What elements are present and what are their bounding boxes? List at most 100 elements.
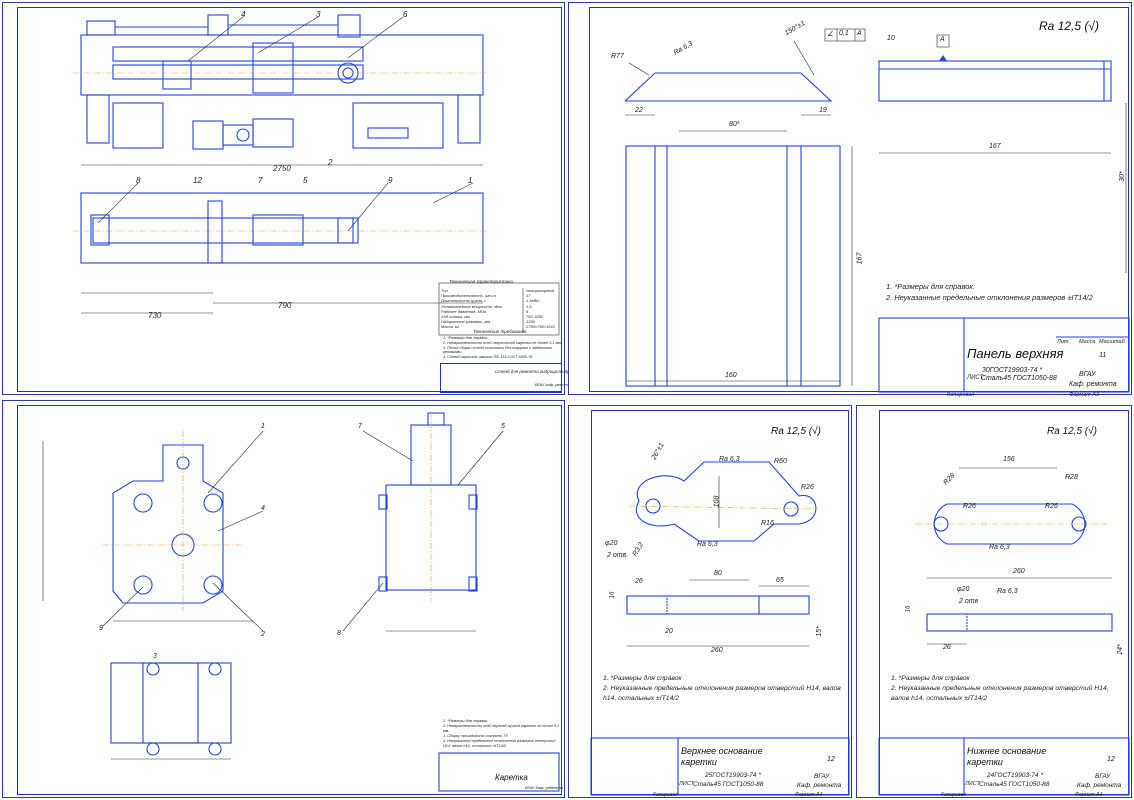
dim-10: 10 — [887, 35, 895, 42]
lower-notes: 1. *Размеры для справок 2. Неуказанные п… — [891, 674, 1126, 704]
spec-value: 1,5кВт — [526, 298, 540, 304]
lit-label: ЛИСТ — [967, 375, 984, 381]
lit-label: ЛИСТ — [965, 781, 980, 787]
dim-80: 80 — [714, 570, 722, 577]
format-label: Формат А4 — [795, 792, 823, 798]
pos-2: 2 — [327, 158, 333, 167]
upper-base-drawing — [590, 461, 850, 796]
ra-local-2: Ra 6,3 — [997, 588, 1018, 595]
datum-triangle — [939, 55, 947, 61]
dept-name: Каф. ремонта — [1069, 381, 1117, 388]
spec-item: Тип — [441, 288, 448, 293]
part-code: 25ГОСТ19903-74 * — [705, 772, 761, 779]
tolerance-value: 0,1 — [839, 30, 849, 37]
title-block: Стенд для ремонта гидроцилиндров ВГАУ ка… — [440, 363, 575, 393]
note-item: 4. Неуказанные предельные отклонения раз… — [443, 739, 556, 748]
drawing-frame — [589, 7, 1129, 392]
spec-item: Масса, кг — [441, 324, 459, 330]
dim-hole: φ20 — [605, 540, 618, 547]
dim-108: 108 — [713, 495, 721, 508]
pos-4: 4 — [261, 505, 265, 512]
org-name: ВГАУ — [814, 773, 830, 780]
dim-167-vertical: 167 — [856, 252, 864, 265]
spec-value: стационарный — [526, 288, 555, 293]
spec-value: 1,5 — [526, 303, 532, 309]
dim-15: 15* — [815, 626, 823, 637]
dim-20: 20 — [665, 628, 673, 635]
pos-9: 9 — [99, 625, 103, 632]
spec-values: стационарный 17 1,5кВт 1,5 6 760-1050 12… — [526, 288, 555, 330]
sheet-general-assembly: 2750 790 730 4 3 6 8 12 7 5 9 1 2 Технич… — [2, 2, 575, 395]
spec-item: Длительность цикла, с — [441, 298, 487, 304]
lower-base-drawing — [878, 467, 1130, 796]
dept-name: ВГАУ Каф. ремонта — [525, 785, 563, 790]
general-assembly-drawing: 2750 790 730 4 3 6 8 12 7 5 9 1 2 — [73, 10, 560, 336]
format-label: Формат А3 — [1069, 392, 1100, 398]
note-item: 1. *Размеры для справок. — [443, 719, 489, 723]
sheet-carriage: 1 4 2 9 7 5 8 3 1. *Размеры для справок.… — [2, 400, 565, 798]
header-scale: Масштаб — [1099, 339, 1125, 345]
dim-16: 16 — [905, 605, 912, 613]
title-block-name: Стенд для ремонта гидроцилиндров — [495, 369, 575, 374]
pos-8: 8 — [136, 176, 141, 185]
dim-80: 80* — [729, 121, 740, 128]
spec-item: Ход штока, мм — [441, 314, 470, 320]
ra-local: Ra 6,3 — [989, 544, 1010, 551]
dim-730: 730 — [148, 311, 162, 320]
dim-holes-count: 2 отв — [959, 598, 979, 605]
ra-local: Ra 6,3 — [719, 456, 740, 463]
org-name: ВГАУ — [1095, 773, 1111, 780]
material: Сталь45 ГОСТ1050-88 — [693, 781, 764, 788]
pos-3: 3 — [153, 653, 157, 660]
drawing-frame — [17, 405, 562, 795]
spec-item: Габаритные размеры, мм — [441, 319, 491, 325]
title-block-dept: ВГАУ каф. ремонта — [535, 382, 573, 387]
dim-r77: R77 — [611, 53, 624, 60]
pos-9: 9 — [388, 176, 393, 185]
dim-260: 260 — [1013, 568, 1025, 575]
note-item: 2. Неуказанные предельные отклонения раз… — [886, 293, 1093, 302]
ra-local-2: Ra 6,3 — [697, 541, 718, 548]
spec-value: 6 — [526, 308, 529, 314]
dim-160: 160 — [725, 372, 737, 379]
org-name: ВГАУ — [1079, 371, 1096, 378]
dim-hole: φ20 — [957, 586, 970, 593]
pos-2: 2 — [261, 631, 265, 638]
tolerance-symbol: ∠ — [827, 31, 834, 38]
pos-12: 12 — [193, 176, 202, 185]
copied-label: Копировал — [653, 792, 678, 798]
pos-5: 5 — [501, 423, 505, 430]
spec-item: Производительность, шт./ч — [441, 293, 496, 299]
pos-7: 7 — [258, 176, 263, 185]
datum-letter: A — [940, 36, 945, 43]
sheet-upper-base: Ra 12,5 (√) 26°±1 Ra 6,3 R60 R26 108 R16… — [568, 405, 852, 798]
part-title: Нижнее основание каретки — [967, 746, 1047, 767]
req-list: 1. *Размеры для справок. 2. Непараллельн… — [443, 336, 564, 360]
carriage-drawing — [42, 411, 560, 792]
dim-2750: 2750 — [272, 164, 291, 173]
pos-1: 1 — [468, 176, 472, 185]
header-lit: Лит. — [1057, 339, 1070, 345]
mass-value: 12 — [1107, 756, 1115, 763]
req-item: 2. Непараллельность осей сверлильной кар… — [443, 340, 562, 345]
material: Сталь45 ГОСТ1050-88 — [979, 781, 1050, 788]
dim-22: 22 — [635, 107, 643, 114]
carriage-notes: 1. *Размеры для справок. 2. Непараллельн… — [443, 719, 564, 749]
req-item: 1. *Размеры для справок. — [443, 336, 489, 340]
mass-value: 12 — [827, 756, 835, 763]
req-title: Технические требования — [473, 329, 527, 334]
spec-value: 1260 — [526, 319, 535, 325]
pos-3: 3 — [316, 10, 321, 19]
dim-24: 24* — [1116, 644, 1124, 655]
pos-6: 6 — [403, 10, 408, 19]
dim-167: 167 — [989, 143, 1001, 150]
dim-19: 19 — [819, 107, 827, 114]
dim-156: 156 — [1003, 456, 1015, 463]
part-title: Верхнее основание каретки — [681, 746, 763, 767]
req-item: 4. Стенд окрасить эмалью ПФ-115 ГОСТ 646… — [443, 355, 533, 360]
dim-r28-right: R28 — [1065, 474, 1078, 481]
part-code: 30ГОСТ19903-74 * — [982, 367, 1043, 374]
note-item: 2. Непараллельность осей верхней ручной … — [443, 724, 560, 733]
copied-label: Копировал — [941, 792, 966, 798]
dim-65: 65 — [776, 577, 784, 584]
